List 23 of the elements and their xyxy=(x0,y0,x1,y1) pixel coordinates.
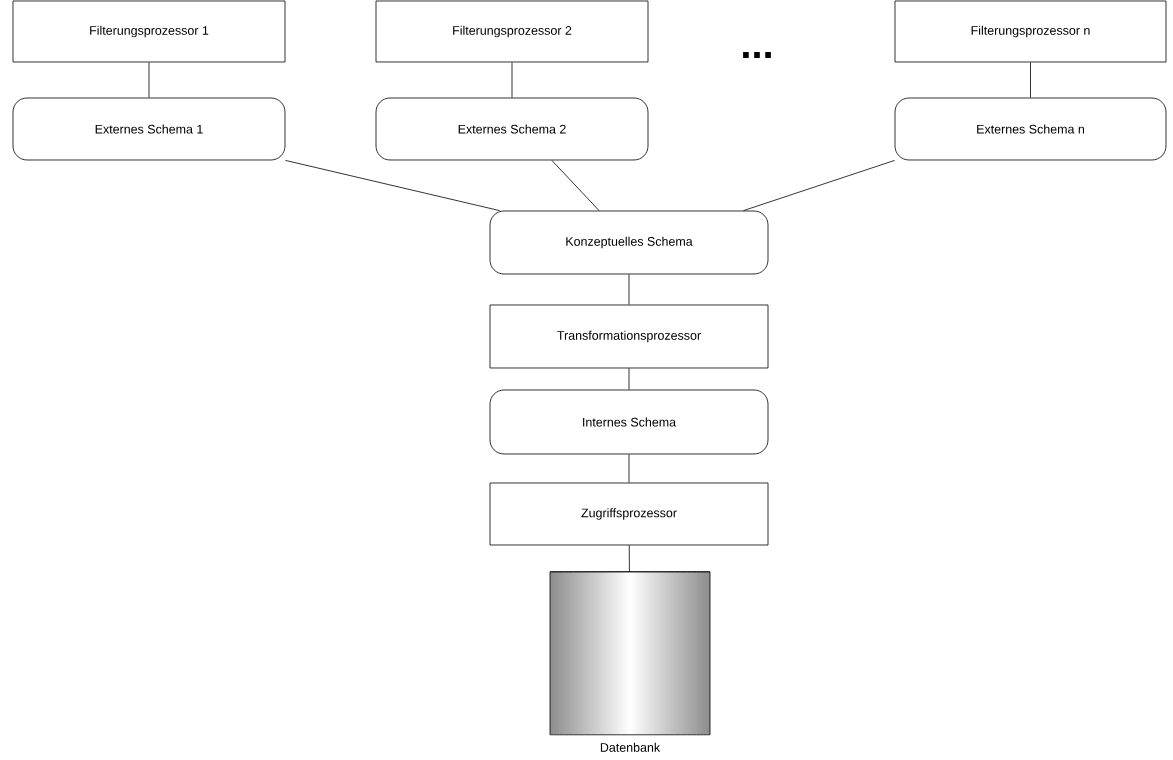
schema-box: Externes Schema 2 xyxy=(375,97,649,161)
process-box: Filterungsprozessor 2 xyxy=(375,0,649,63)
connector-line xyxy=(628,274,630,305)
database-cylinder: Datenbank xyxy=(549,571,711,752)
schema-box: Externes Schema n xyxy=(894,97,1167,161)
connector-line xyxy=(551,160,600,211)
connector-line xyxy=(628,368,630,390)
ellipsis: ... xyxy=(743,52,771,58)
connector-line xyxy=(148,62,150,98)
process-box: Transformationsprozessor xyxy=(489,304,769,369)
connector-line xyxy=(285,160,500,211)
node-label: Datenbank xyxy=(600,742,661,752)
connector-line xyxy=(743,160,895,211)
connector-line xyxy=(628,545,630,572)
schema-box: Konzeptuelles Schema xyxy=(489,210,769,275)
process-box: Filterungsprozessor 1 xyxy=(12,0,286,63)
schema-box: Externes Schema 1 xyxy=(12,97,286,161)
process-box: Zugriffsprozessor xyxy=(489,482,769,546)
connector-line xyxy=(628,454,630,483)
connector-line xyxy=(511,62,513,98)
process-box: Filterungsprozessor n xyxy=(894,0,1167,63)
connector-line xyxy=(1030,62,1031,98)
schema-box: Internes Schema xyxy=(489,389,769,455)
